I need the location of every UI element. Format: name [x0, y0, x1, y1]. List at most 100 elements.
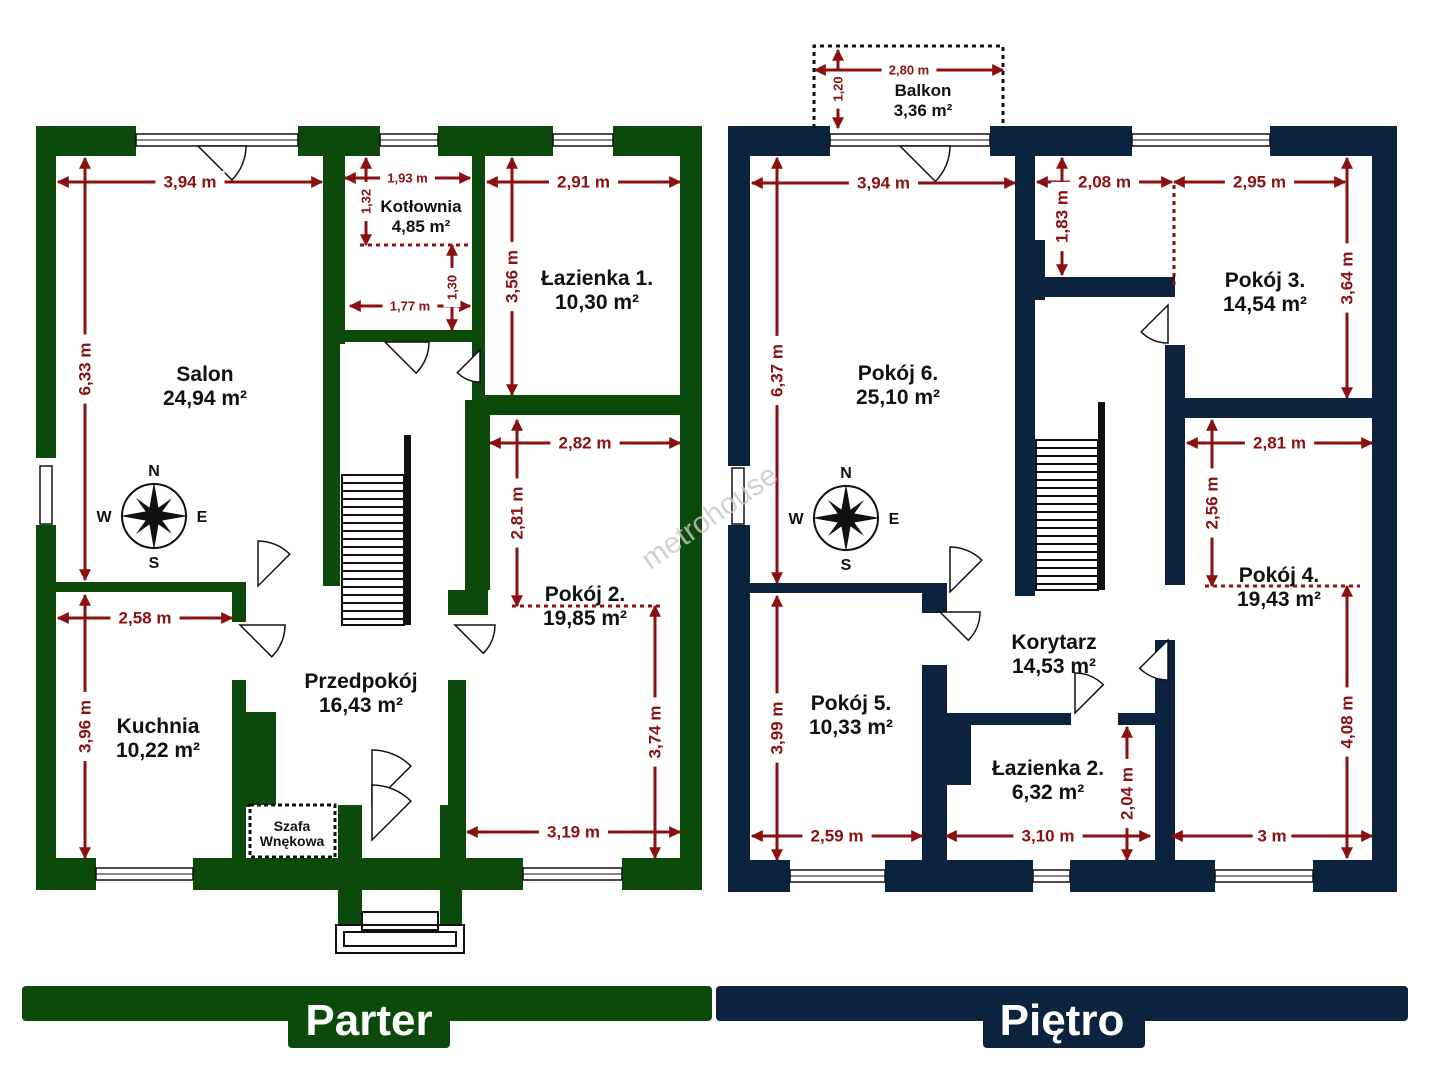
- dimension-kot-h2: 1,30: [443, 243, 461, 332]
- wall: [1015, 126, 1035, 596]
- label-bg: [1244, 431, 1315, 455]
- wall: [36, 525, 56, 890]
- door-swing: [1138, 638, 1169, 681]
- dimension-value: 1,30: [445, 275, 460, 300]
- dimension-value: 2,80 m: [889, 63, 929, 78]
- floor-label-pietro: Piętro: [1000, 996, 1125, 1045]
- dimension-value: 3 m: [1257, 827, 1286, 846]
- dimension-laz-w: 2,91 m: [485, 170, 682, 194]
- wall: [728, 126, 750, 466]
- compass-star-diagonal: [136, 498, 172, 534]
- label-bg: [802, 824, 872, 848]
- window: [731, 467, 745, 525]
- label-bg: [505, 478, 529, 548]
- entrance-steps: [335, 911, 465, 954]
- dimension-label: 1,83 m: [1050, 181, 1074, 252]
- wall: [340, 330, 475, 342]
- dimension-value: 2,58 m: [119, 609, 172, 628]
- label-bg: [765, 335, 789, 406]
- wall: [1372, 126, 1397, 892]
- dimension-p3-w: 2,95 m: [1172, 170, 1347, 194]
- pietro-label-bar: Piętro: [716, 986, 1408, 1048]
- stair-rail: [404, 435, 411, 625]
- dimension-p2-w2: 3,19 m: [465, 820, 682, 844]
- door-swing: [938, 611, 981, 642]
- label-bg: [550, 431, 620, 455]
- wall: [885, 860, 1033, 892]
- room-name-pokoj2: Pokój 2.: [545, 583, 626, 606]
- dimension-p6-h: 6,37 m: [765, 156, 789, 585]
- dimension-p4-w2: 3 m: [1170, 824, 1374, 848]
- room-area-pokoj5: 10,33 m²: [809, 716, 893, 739]
- label-bg: [155, 170, 225, 194]
- dimension-p2-h1: 2,81 m: [505, 418, 529, 608]
- dimension-value: 3,96 m: [76, 700, 95, 753]
- compass-n: N: [148, 463, 160, 480]
- room-area-pokoj3: 14,54 m²: [1223, 293, 1307, 316]
- wall: [946, 713, 1071, 725]
- door-swing: [371, 784, 412, 842]
- dimension-value: 3,74 m: [646, 706, 665, 759]
- dimension-label: 3,94 m: [848, 171, 919, 195]
- label-bg: [1013, 824, 1083, 848]
- stairs-parter: [341, 435, 411, 626]
- label-bg: [1335, 687, 1359, 757]
- wall: [465, 400, 490, 590]
- dimension-value: 2,08 m: [1078, 173, 1131, 192]
- label-bg: [1252, 824, 1292, 848]
- dimension-label: 2,80 m: [881, 61, 937, 79]
- dimension-p4-h1: 2,56 m: [1200, 418, 1224, 588]
- compass-n: N: [840, 465, 852, 482]
- label-bg: [829, 69, 847, 109]
- dimension-value: 2,91 m: [557, 173, 610, 192]
- dimension-value: 3,94 m: [164, 173, 217, 192]
- dimension-p6-w: 3,94 m: [750, 171, 1017, 195]
- dimension-value: 3,99 m: [768, 702, 787, 755]
- door-swing: [1140, 303, 1169, 344]
- label-bg: [765, 693, 789, 763]
- wall: [1025, 240, 1045, 300]
- dimension-label: 3,74 m: [643, 697, 667, 767]
- dimension-l2-h: 2,04 m: [1115, 725, 1139, 862]
- label-bg: [548, 170, 619, 194]
- wall: [1155, 640, 1175, 870]
- wall: [990, 126, 1132, 156]
- label-bg: [110, 606, 180, 630]
- dimension-label: 4,08 m: [1335, 687, 1359, 757]
- dimension-p2-h2: 3,74 m: [643, 604, 667, 860]
- room-name-korytarz: Korytarz: [1011, 631, 1096, 654]
- parter-label-bar: Parter: [22, 986, 712, 1048]
- wall: [1165, 345, 1185, 585]
- dimension-label: 2,81 m: [505, 478, 529, 548]
- label-bg: [500, 241, 524, 312]
- dimension-label: 2,08 m: [1069, 170, 1140, 194]
- dimension-value: 3,94 m: [857, 174, 910, 193]
- dimension-label: 1,30: [443, 267, 461, 308]
- compass-e: E: [197, 509, 208, 526]
- room-name-lazienka1: Łazienka 1.: [541, 267, 653, 290]
- label-bg: [357, 181, 375, 222]
- label-bg: [1200, 468, 1224, 538]
- room-name-balkon: Balkon: [895, 81, 952, 100]
- dimension-value: 1,77 m: [390, 299, 430, 314]
- dimension-label: 2,56 m: [1200, 468, 1224, 538]
- label-bg: [1115, 758, 1139, 829]
- dimension-value: 2,81 m: [508, 487, 527, 540]
- dimension-value: 3,10 m: [1022, 827, 1075, 846]
- dimension-label: 3,64 m: [1335, 243, 1359, 313]
- dimension-kuch-w: 2,58 m: [56, 606, 234, 630]
- room-name-salon: Salon: [176, 363, 233, 386]
- wall: [922, 583, 947, 613]
- room-area-pokoj4: 19,43 m²: [1237, 588, 1321, 611]
- dimension-label: 2,81 m: [1244, 431, 1315, 455]
- wall: [1118, 713, 1158, 725]
- label-bg: [380, 169, 435, 187]
- stairs-pietro: [1035, 402, 1105, 591]
- dimension-label: 1,77 m: [382, 297, 438, 315]
- wall: [946, 725, 971, 785]
- dimension-salon-h: 6,33 m: [73, 156, 97, 582]
- wall: [475, 395, 702, 415]
- pietro-walls: [728, 126, 1397, 892]
- dimension-value: 3,64 m: [1338, 252, 1357, 305]
